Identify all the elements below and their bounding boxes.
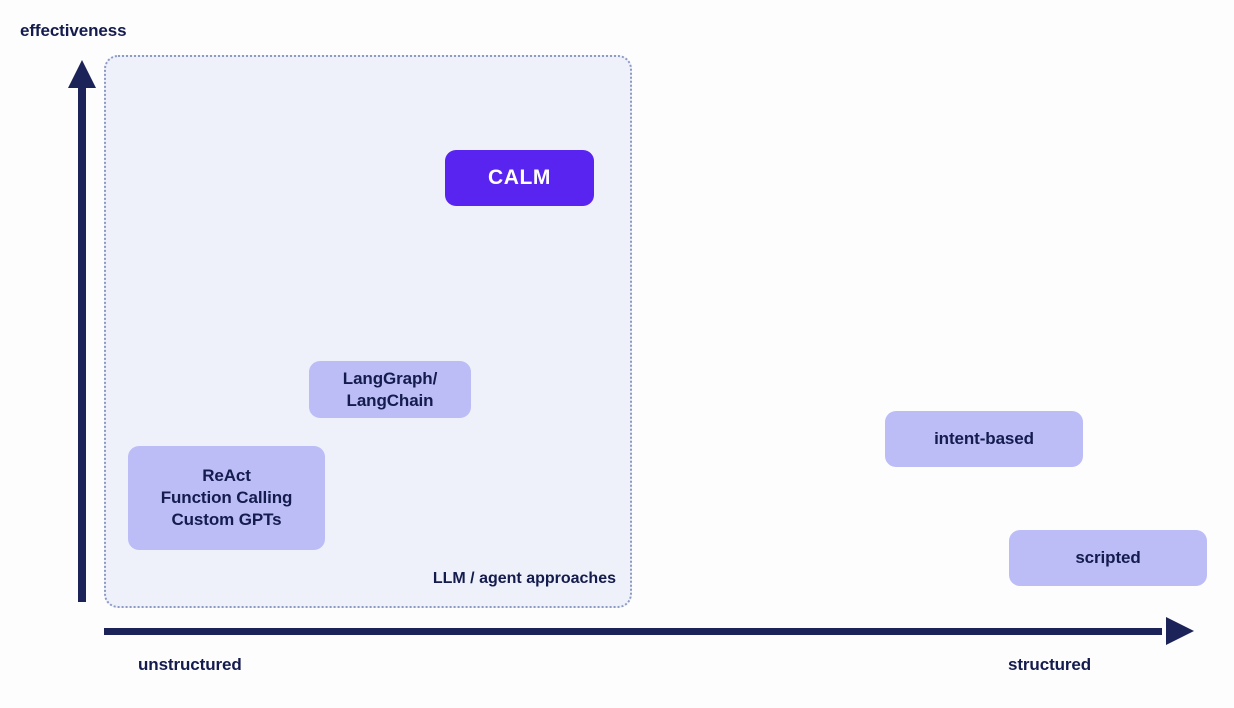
node-langgraph-line-2: LangChain — [346, 390, 434, 410]
node-scripted[interactable]: scripted — [1009, 530, 1207, 586]
node-scripted-label: scripted — [1075, 548, 1141, 568]
node-intent-based[interactable]: intent-based — [885, 411, 1083, 467]
y-axis-arrow-icon — [68, 60, 96, 88]
x-axis-line — [104, 628, 1162, 635]
node-langgraph-line-1: LangGraph/ — [342, 368, 438, 388]
node-intent-based-label: intent-based — [934, 429, 1034, 449]
node-react-line-2: Function Calling — [160, 488, 293, 508]
x-axis-label-structured: structured — [1008, 655, 1092, 674]
x-axis-arrow-icon — [1166, 617, 1194, 645]
node-react-line-1: ReAct — [202, 466, 251, 486]
y-axis-line — [78, 86, 86, 602]
node-calm[interactable]: CALM — [445, 150, 594, 206]
x-axis-label-unstructured: unstructured — [138, 655, 242, 674]
node-react-line-3: Custom GPTs — [171, 509, 282, 529]
node-calm-label: CALM — [487, 165, 552, 189]
node-react-function-calling-custom-gpts[interactable]: ReAct Function Calling Custom GPTs — [128, 446, 325, 550]
region-llm-agent-approaches-label: LLM / agent approaches — [432, 570, 616, 587]
node-langgraph-langchain[interactable]: LangGraph/ LangChain — [309, 361, 471, 418]
y-axis-title: effectiveness — [20, 21, 127, 40]
